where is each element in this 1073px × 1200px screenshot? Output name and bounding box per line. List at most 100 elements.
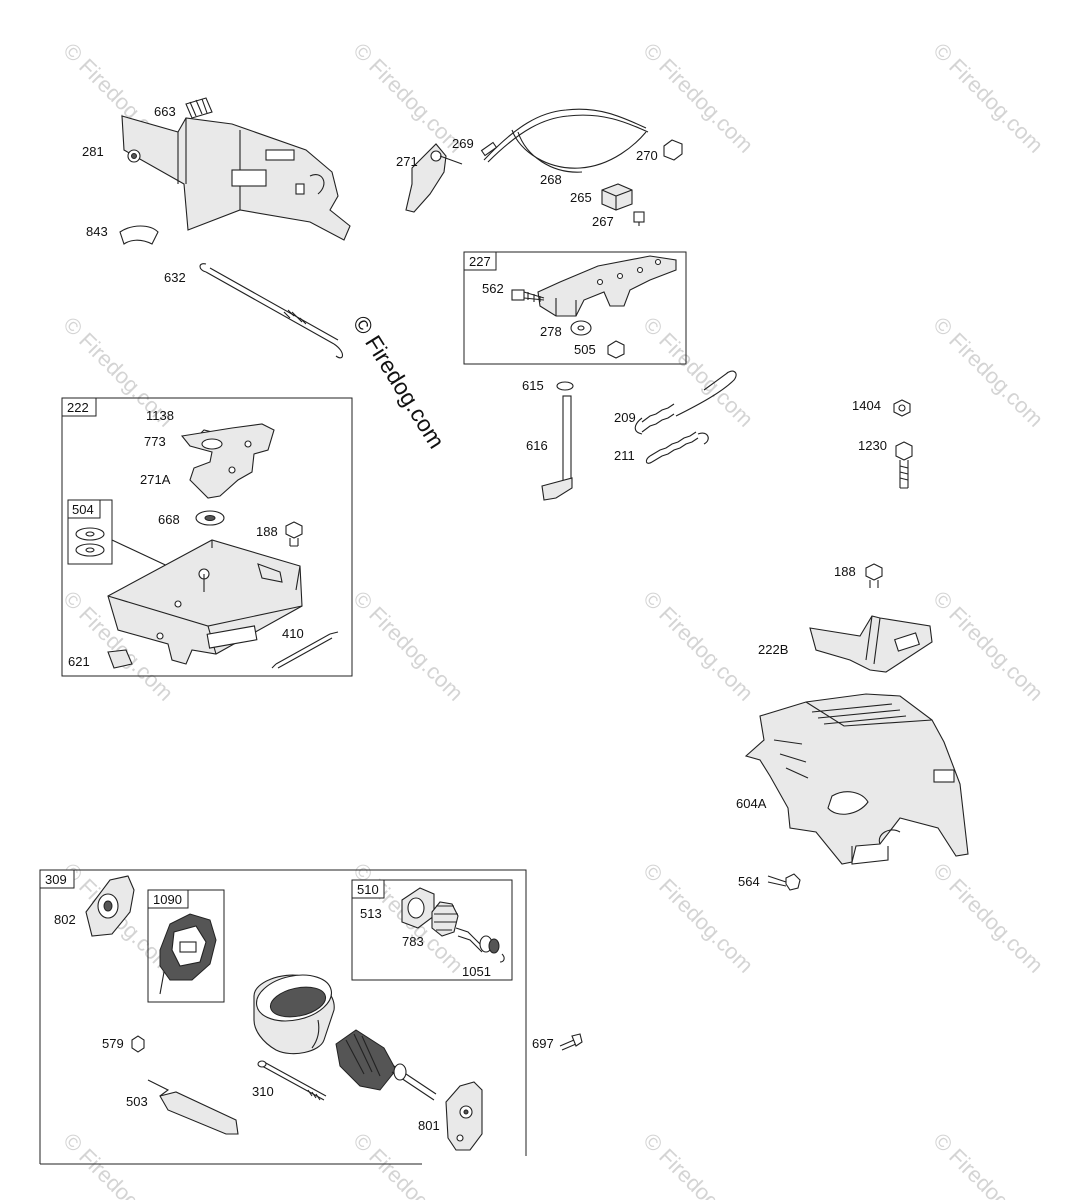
callout-222b: 222B [758,642,788,657]
callout-188: 188 [256,524,278,539]
watermark: © Firedog.com [638,38,758,158]
callout-209: 209 [614,410,636,425]
part-starter-housing [253,974,335,1055]
callout-270: 270 [636,148,658,163]
group-504-label: 504 [72,502,94,517]
callout-663: 663 [154,104,176,119]
callout-281: 281 [82,144,104,159]
callout-604a: 604A [736,796,767,811]
callout-579: 579 [102,1036,124,1051]
callout-562: 562 [482,281,504,296]
watermark: © Firedog.com [928,312,1048,432]
watermark: © Firedog.com [348,586,468,706]
part-281-control-bracket [121,115,351,241]
watermark: © Firedog.com [928,1128,1048,1200]
callout-773: 773 [144,434,166,449]
watermark: © Firedog.com [638,586,758,706]
part-1230-stud [895,441,913,489]
part-265-clamp [601,183,633,211]
part-310-through-bolt [257,1060,327,1101]
part-270-nut [663,139,683,161]
part-267-screw [633,211,645,226]
part-562-bolt [511,289,545,302]
part-505-nut [607,340,625,359]
watermark: © Firedog.com [928,38,1048,158]
part-621-clip [107,649,133,669]
part-410-link [271,631,339,669]
callout-505: 505 [574,342,596,357]
callout-271a: 271A [140,472,171,487]
callout-271: 271 [396,154,418,169]
callout-503: 503 [126,1094,148,1109]
part-209-spring [634,370,737,435]
callout-783: 783 [402,934,424,949]
part-271a-lever [180,423,275,499]
watermark: © Firedog.com [638,1128,758,1200]
part-564-bolt [767,873,801,891]
part-843-clip [119,225,159,245]
part-222-control-plate [107,539,303,665]
group-227-tag [463,251,497,271]
callout-802: 802 [54,912,76,927]
part-604a-blower-housing [744,693,969,865]
group-510-box [351,879,513,981]
callout-621: 621 [68,654,90,669]
group-222-tag [61,397,97,417]
callout-310: 310 [252,1084,274,1099]
part-504-washers [75,527,105,557]
part-616-shaft [541,395,573,501]
part-armature [335,1029,437,1101]
part-278-washer [570,320,592,336]
group-309-box [39,869,527,1164]
group-309-label: 309 [45,872,67,887]
part-668-bushing [195,510,225,526]
callout-269: 269 [452,136,474,151]
group-309-tag [39,869,75,889]
part-1404-nut [893,399,911,417]
callout-632: 632 [164,270,186,285]
callout-268: 268 [540,172,562,187]
watermark: © Firedog.com [928,586,1048,706]
part-783-gear [431,901,485,953]
callout-513: 513 [360,906,382,921]
group-510-label: 510 [357,882,379,897]
group-510-tag [351,879,385,899]
part-801-end-cap [445,1081,483,1151]
part-188-bolt-right [865,563,883,588]
part-503-strap [147,1079,239,1135]
part-222b-bracket [809,615,933,673]
part-1090-brush-holder [159,913,217,995]
part-188-bolt [285,521,303,547]
group-227-box [463,251,687,365]
part-663-screw [185,97,213,119]
callout-267: 267 [592,214,614,229]
callout-211: 211 [614,448,635,463]
part-513-pinion-assembly [401,887,435,929]
part-271-lever [405,143,463,213]
watermark: © Firedog.com [928,858,1048,978]
part-227-governor-lever [537,255,677,317]
part-802-brush-plate [85,875,135,937]
callout-697: 697 [532,1036,554,1051]
callout-1404: 1404 [852,398,881,413]
callout-615: 615 [522,378,544,393]
group-1090-label: 1090 [153,892,182,907]
callout-278: 278 [540,324,562,339]
callout-564: 564 [738,874,760,889]
callout-1051: 1051 [462,964,491,979]
part-697-screw [559,1033,583,1051]
group-222-box [61,397,353,677]
brand-stamp: © Firedog.com [348,311,450,453]
callout-265: 265 [570,190,592,205]
callout-616: 616 [526,438,548,453]
callout-843: 843 [86,224,108,239]
callout-188-right: 188 [834,564,856,579]
group-222-label: 222 [67,400,89,415]
callout-1138: 1138 [146,408,174,423]
callout-1230: 1230 [858,438,887,453]
part-632-link-rod [199,263,344,359]
group-504-tag [67,499,101,519]
group-1090-tag [147,889,189,909]
watermark: © Firedog.com [348,38,468,158]
